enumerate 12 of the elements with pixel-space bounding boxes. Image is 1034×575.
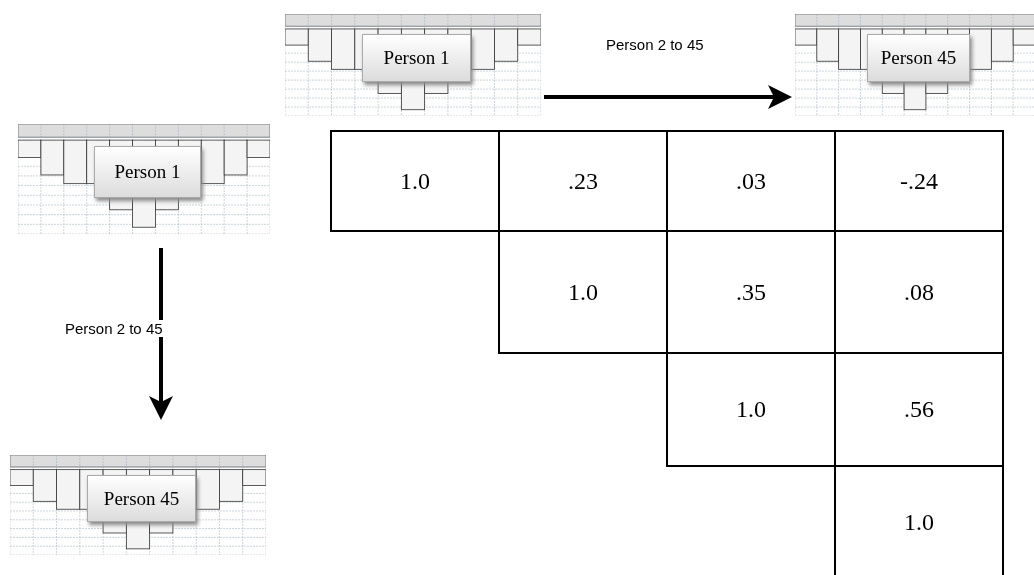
person-label: Person 1	[93, 146, 202, 198]
correlation-cell: -.24	[834, 130, 1004, 232]
person-label: Person 1	[361, 34, 472, 83]
correlation-cell: 1.0	[330, 130, 500, 232]
arrow	[544, 85, 792, 109]
correlation-cell: 1.0	[666, 352, 836, 467]
person-label: Person 45	[86, 475, 197, 522]
arrow	[149, 248, 173, 420]
person-label: Person 45	[867, 34, 970, 83]
correlation-cell: 1.0	[498, 230, 668, 354]
edge-label: Person 2 to 45	[65, 320, 163, 337]
correlation-cell: 1.0	[834, 465, 1004, 575]
